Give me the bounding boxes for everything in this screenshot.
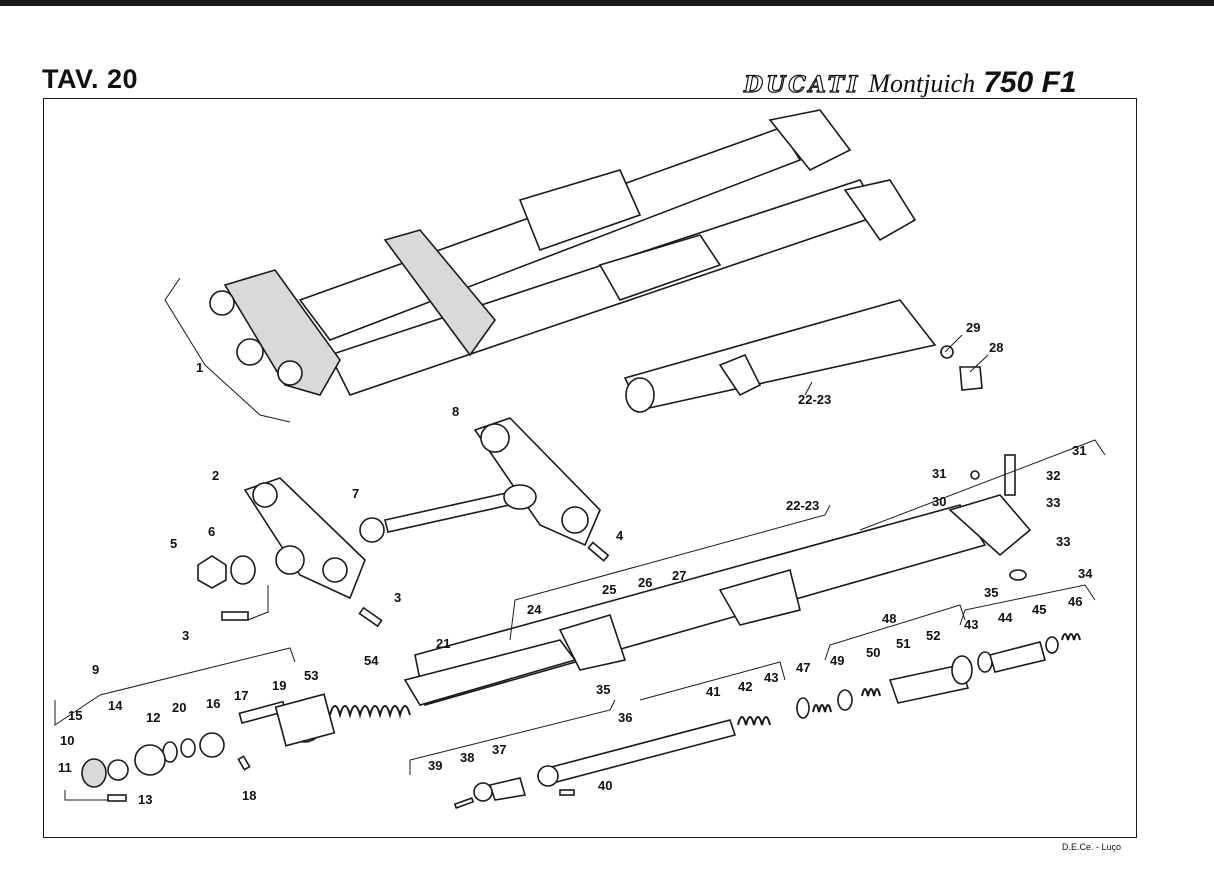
spring-parts [796, 584, 1096, 719]
steering-stem [359, 484, 537, 543]
callout-9: 9 [92, 662, 99, 677]
damper-rod-21 [329, 639, 577, 719]
brand-logo: DUCATI [743, 71, 861, 98]
diagram-frame [43, 98, 1137, 838]
fork-assembly [164, 109, 917, 423]
callout-42: 42 [738, 679, 752, 694]
callout-44: 44 [998, 610, 1013, 625]
callout-19: 19 [272, 678, 286, 693]
callout-29: 29 [966, 320, 980, 335]
callout-43a: 43 [764, 670, 778, 685]
callout-7: 7 [352, 486, 359, 501]
model-version: 750 F1 [983, 66, 1077, 99]
callout-2: 2 [212, 468, 219, 483]
callout-8: 8 [452, 404, 459, 419]
callout-32: 32 [1046, 468, 1060, 483]
callout-1: 1 [196, 360, 203, 375]
brand-title: DUCATI Montjuich 750 F1 [743, 66, 1077, 100]
callout-4: 4 [616, 528, 624, 543]
callout-3b: 3 [394, 590, 401, 605]
rod-36-assembly [409, 661, 786, 809]
callout-24: 24 [527, 602, 542, 617]
callout-25: 25 [602, 582, 616, 597]
fork-slider-upper [623, 299, 989, 413]
callout-53: 53 [304, 668, 318, 683]
model-name: Montjuich [868, 69, 976, 98]
callout-30: 30 [932, 494, 946, 509]
crown-hardware [197, 541, 610, 628]
callout-14: 14 [108, 698, 123, 713]
callout-20: 20 [172, 700, 186, 715]
callout-36: 36 [618, 710, 632, 725]
callout-46: 46 [1068, 594, 1082, 609]
upper-crown [473, 417, 601, 547]
callout-31b: 31 [1072, 443, 1086, 458]
callout-11: 11 [58, 760, 72, 775]
callout-6: 6 [208, 524, 215, 539]
callout-50: 50 [866, 645, 880, 660]
callout-15: 15 [68, 708, 82, 723]
damper-parts [54, 647, 336, 802]
callout-34: 34 [1078, 566, 1093, 581]
callout-47: 47 [796, 660, 810, 675]
callout-49: 49 [830, 653, 844, 668]
callout-18: 18 [242, 788, 256, 803]
callout-54: 54 [364, 653, 379, 668]
callout-48: 48 [882, 611, 896, 626]
callout-43b: 43 [964, 617, 978, 632]
callout-labels: 1 2 3 3 4 5 6 7 8 9 10 11 12 13 14 15 16… [58, 320, 1093, 807]
callout-35a: 35 [984, 585, 998, 600]
callout-10: 10 [60, 733, 74, 748]
lower-crown [243, 477, 366, 600]
callout-31a: 31 [932, 466, 946, 481]
callout-5: 5 [170, 536, 177, 551]
callout-37: 37 [492, 742, 506, 757]
callout-45: 45 [1032, 602, 1046, 617]
callout-33b: 33 [1056, 534, 1070, 549]
callout-41: 41 [706, 684, 720, 699]
plate-title: TAV. 20 [42, 64, 139, 94]
callout-40: 40 [598, 778, 612, 793]
callout-3a: 3 [182, 628, 189, 643]
callout-22-23b: 22-23 [786, 498, 819, 513]
callout-12: 12 [146, 710, 160, 725]
top-border [0, 0, 1214, 6]
callout-26: 26 [638, 575, 652, 590]
callout-38: 38 [460, 750, 474, 765]
callout-52: 52 [926, 628, 940, 643]
callout-33a: 33 [1046, 495, 1060, 510]
callout-21: 21 [436, 636, 450, 651]
callout-13: 13 [138, 792, 152, 807]
drawing-credit: D.E.Ce. - Luço [1062, 842, 1122, 852]
callout-17: 17 [234, 688, 248, 703]
callout-16: 16 [206, 696, 220, 711]
callout-35b: 35 [596, 682, 610, 697]
callout-28: 28 [989, 340, 1003, 355]
callout-27: 27 [672, 568, 686, 583]
callout-51: 51 [896, 636, 910, 651]
callout-39: 39 [428, 758, 442, 773]
callout-22-23a: 22-23 [798, 392, 831, 407]
